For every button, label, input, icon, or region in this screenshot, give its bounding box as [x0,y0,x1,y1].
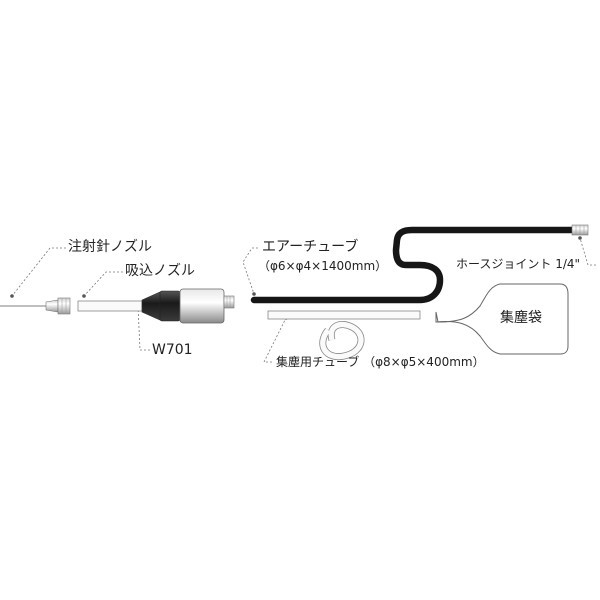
leader-model [137,305,150,351]
dot-needle [10,294,14,298]
dot-suction [82,294,86,298]
air-tube-part [250,226,576,304]
label-model: W701 [152,342,193,358]
label-dust-bag: 集塵袋 [500,310,542,326]
leader-suction-nozzle [83,271,123,297]
label-suction-nozzle: 吸込ノズル [125,263,195,279]
dust-bag-part [435,283,569,355]
dot-air-tube [252,292,256,296]
leader-dust-tube [263,317,287,363]
leader-air-tube [242,247,258,295]
label-air-tube: エアーチューブ [262,239,359,255]
needle-nozzle-part [0,297,71,315]
label-air-tube-spec: （φ6×φ4×1400mm） [258,259,388,273]
leader-needle-nozzle [11,247,66,297]
label-hose-joint: ホースジョイント 1/4" [456,257,581,271]
suction-nozzle-part [77,300,143,312]
label-needle-nozzle: 注射針ノズル [68,239,152,255]
dot-hose-joint [578,236,582,240]
dust-collection-tube-part [267,310,421,361]
hose-joint-part [571,224,589,236]
w701-gun-part [141,288,235,324]
label-dust-tube: 集塵用チューブ （φ8×φ5×400mm） [276,355,485,369]
leader-hose-joint [579,237,596,266]
